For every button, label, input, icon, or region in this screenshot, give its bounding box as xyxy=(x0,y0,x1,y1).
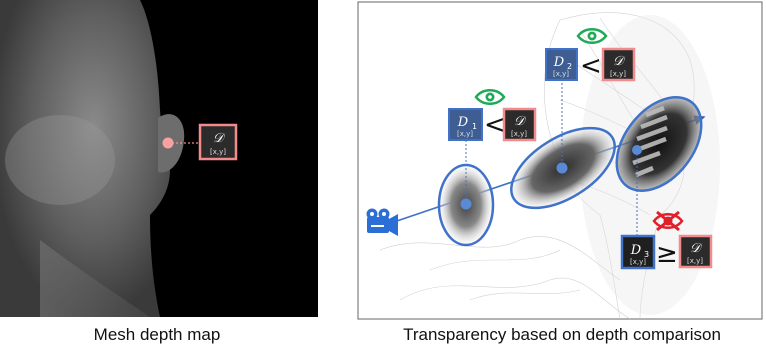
mesh-depth-box: 𝒟 [x,y] xyxy=(198,123,238,161)
gaussian-3-center xyxy=(632,145,642,155)
caption-left: Mesh depth map xyxy=(94,325,221,344)
svg-text:1: 1 xyxy=(472,122,477,131)
mesh-depth-map-panel: 𝒟 [x,y] xyxy=(0,0,318,317)
svg-text:[x,y]: [x,y] xyxy=(610,70,626,78)
eye-crossed-icon xyxy=(652,210,684,232)
svg-text:2: 2 xyxy=(567,62,572,71)
less-than-operator-2: < xyxy=(580,51,602,81)
svg-text:D: D xyxy=(457,115,469,130)
svg-text:𝒟: 𝒟 xyxy=(690,241,703,256)
gaussian-1-center xyxy=(460,198,472,210)
d2-box: D 2 [x,y] xyxy=(545,48,578,81)
gaussian-3 xyxy=(615,96,703,192)
svg-text:𝒟: 𝒟 xyxy=(514,114,527,129)
mesh-depth-box-3: 𝒟 [x,y] xyxy=(678,234,713,269)
camera-icon xyxy=(366,208,398,236)
svg-text:[x,y]: [x,y] xyxy=(511,130,527,138)
mesh-depth-symbol: 𝒟 xyxy=(213,131,226,146)
greater-equal-operator: ≥ xyxy=(656,239,678,269)
svg-text:D: D xyxy=(630,243,642,258)
svg-text:𝒟: 𝒟 xyxy=(613,54,626,69)
depth-head-silhouette xyxy=(0,0,170,317)
d1-box: D 1 [x,y] xyxy=(448,108,483,141)
mesh-depth-box-2: 𝒟 [x,y] xyxy=(601,47,636,82)
svg-text:[x,y]: [x,y] xyxy=(457,130,473,138)
eye-icon xyxy=(576,28,608,44)
eye-icon xyxy=(474,89,506,105)
depth-sample-point xyxy=(162,137,174,149)
svg-text:3: 3 xyxy=(644,250,649,259)
svg-text:[x,y]: [x,y] xyxy=(553,70,569,78)
less-than-operator-1: < xyxy=(484,110,506,140)
d3-box: D 3 [x,y] xyxy=(620,234,656,270)
svg-text:[x,y]: [x,y] xyxy=(630,258,646,266)
svg-text:D: D xyxy=(553,55,565,70)
gaussian-2 xyxy=(510,126,616,210)
depth-face-highlight xyxy=(5,115,115,205)
depth-neck xyxy=(40,240,150,317)
mesh-depth-coord: [x,y] xyxy=(210,148,226,156)
mesh-depth-box-1: 𝒟 [x,y] xyxy=(502,107,537,142)
gaussian-2-center xyxy=(556,162,568,174)
transparency-panel: D 1 [x,y] < 𝒟 [x,y] D 2 [x,y] < 𝒟 [x,y] xyxy=(357,1,763,320)
gaussian-1 xyxy=(437,163,495,247)
caption-right: Transparency based on depth comparison xyxy=(403,325,721,344)
svg-text:[x,y]: [x,y] xyxy=(687,257,703,265)
